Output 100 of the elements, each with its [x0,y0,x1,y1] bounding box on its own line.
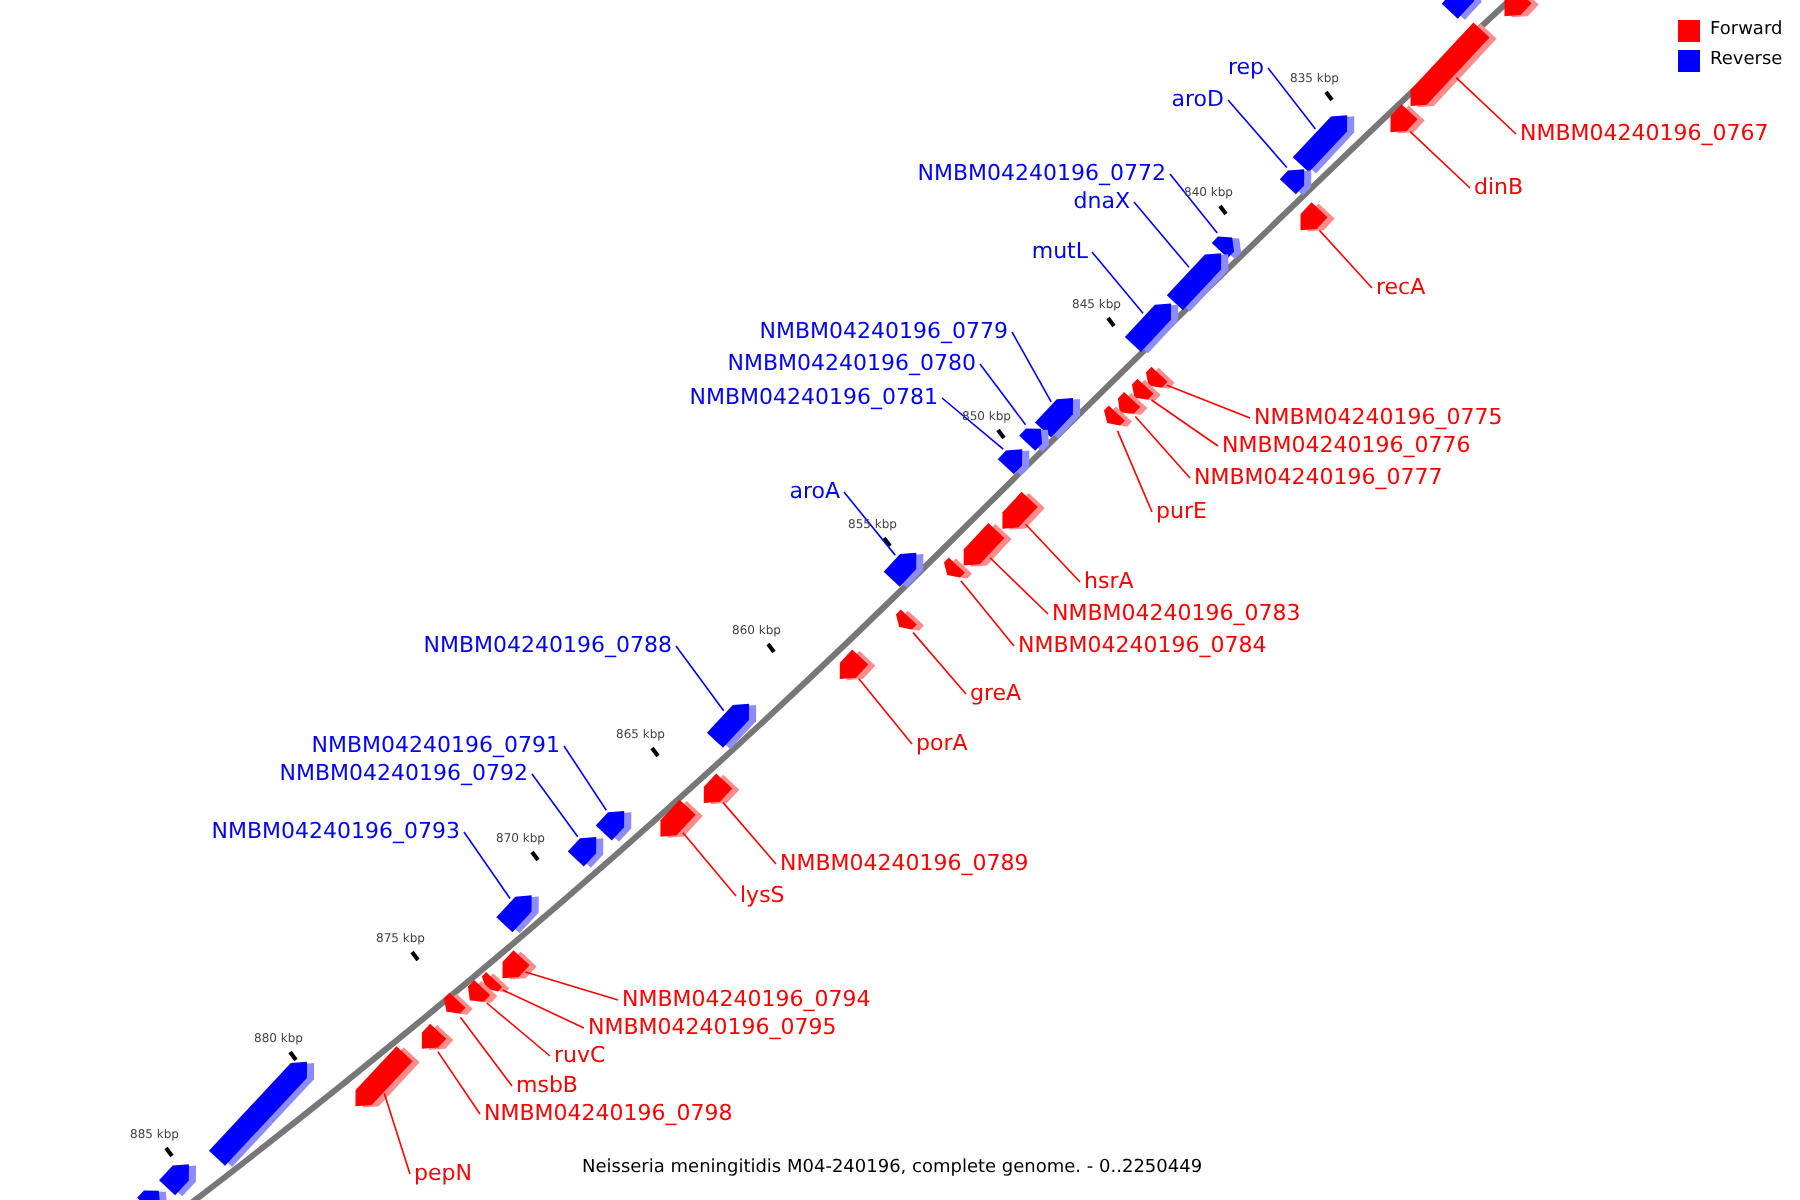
gene-label: NMBM04240196_0788 [423,632,672,658]
leader-line [912,631,967,695]
gene-block [1410,22,1497,108]
leader-line [1267,67,1317,130]
gene-label: NMBM04240196_0780 [727,350,976,376]
leader-line [960,580,1015,647]
gene-label: recA [1376,274,1426,300]
gene-block [1002,491,1045,530]
gene-block [1292,115,1355,174]
gene-block [467,979,498,1003]
leader-line [1150,399,1219,447]
gene-label: NMBM04240196_0789 [780,850,1029,876]
leader-line [459,1016,513,1087]
gene-block [963,522,1012,567]
gene-label: pepN [414,1160,472,1186]
gene-block [595,811,632,842]
gene-block [1131,378,1161,401]
leader-line [485,1002,551,1057]
leader-line [437,1050,481,1115]
gene-block [1390,104,1425,134]
leader-line [675,645,725,712]
gene-block [997,449,1030,476]
leader-line [1169,173,1219,234]
leader-line [682,831,737,897]
gene-block [1103,405,1132,427]
gene-block [1300,202,1335,232]
gene-label: aroD [1171,86,1224,112]
leader-line [1166,384,1251,419]
gene-block [355,1046,420,1108]
leader-line [1024,523,1081,583]
gene-label: mutL [1031,238,1088,264]
leader-line [563,745,608,812]
gene-block [1145,366,1175,389]
gene-label: NMBM04240196_0795 [588,1014,837,1040]
gene-block [883,552,924,588]
gene-label: NMBM04240196_0777 [1194,464,1443,490]
gene-label: NMBM04240196_0776 [1222,432,1471,458]
gene-block [895,609,924,631]
gene-block [1441,0,1482,20]
gene-block [496,895,539,934]
gene-label: aroA [789,478,840,504]
gene-block [208,1061,315,1167]
gene-block [567,837,604,868]
leader-line [1011,331,1052,403]
gene-block [421,1023,454,1050]
leader-line [1091,251,1144,315]
leader-line [858,678,913,745]
caption: Neisseria meningitidis M04-240196, complete genome. - 0..2250449 [582,1156,1203,1180]
leader-line [1318,229,1373,289]
leader-line [1409,130,1471,189]
leader-line [463,831,511,900]
leader-line [1455,76,1517,135]
gene-label: greA [970,680,1022,706]
leader-line [383,1092,411,1175]
leader-line [1134,415,1191,479]
leader-line [531,773,579,838]
gene-label: NMBM04240196_0791 [311,732,560,758]
gene-label: NMBM04240196_0775 [1254,404,1503,430]
gene-label: dnaX [1073,188,1130,214]
gene-label: hsrA [1084,568,1134,594]
gene-block [943,557,972,579]
gene-block [137,1190,168,1200]
gene-label: NMBM04240196_0792 [279,760,528,786]
leader-line [1133,201,1190,269]
legend-label: Reverse [1710,48,1783,72]
gene-block [1166,253,1229,312]
gene-label: NMBM04240196_0772 [917,160,1166,186]
leader-line [524,971,619,1001]
gene-block [839,649,876,681]
gene-label: NMBM04240196_0779 [759,318,1008,344]
gene-label: dinB [1474,174,1524,200]
leader-line [1116,430,1153,513]
leader-line [501,989,585,1029]
gene-block [1034,397,1081,439]
leader-line [1227,99,1288,169]
leader-line [941,397,1005,450]
gene-block [502,950,537,980]
gene-label: NMBM04240196_0781 [689,384,938,410]
gene-block [660,799,703,838]
gene-label: NMBM04240196_0783 [1052,600,1301,626]
gene-label: NMBM04240196_0784 [1018,632,1267,658]
gene-label: msbB [516,1072,578,1098]
gene-label: ruvC [554,1042,606,1068]
leader-line [989,556,1049,615]
gene-label: NMBM04240196_0793 [211,818,460,844]
gene-block [1504,0,1539,18]
leader-line [722,801,777,865]
gene-block [443,992,473,1015]
gene-block [1019,428,1050,452]
gene-label: rep [1227,54,1264,80]
leader-line [979,363,1027,426]
gene-block [1279,169,1312,196]
gene-label: purE [1156,498,1207,524]
gene-label: lysS [740,882,785,908]
gene-block [703,773,740,805]
gene-label: porA [916,730,968,756]
legend-label: Forward [1710,18,1783,42]
gene-block [159,1164,197,1197]
gene-block [706,703,757,749]
gene-label: NMBM04240196_0798 [484,1100,733,1126]
